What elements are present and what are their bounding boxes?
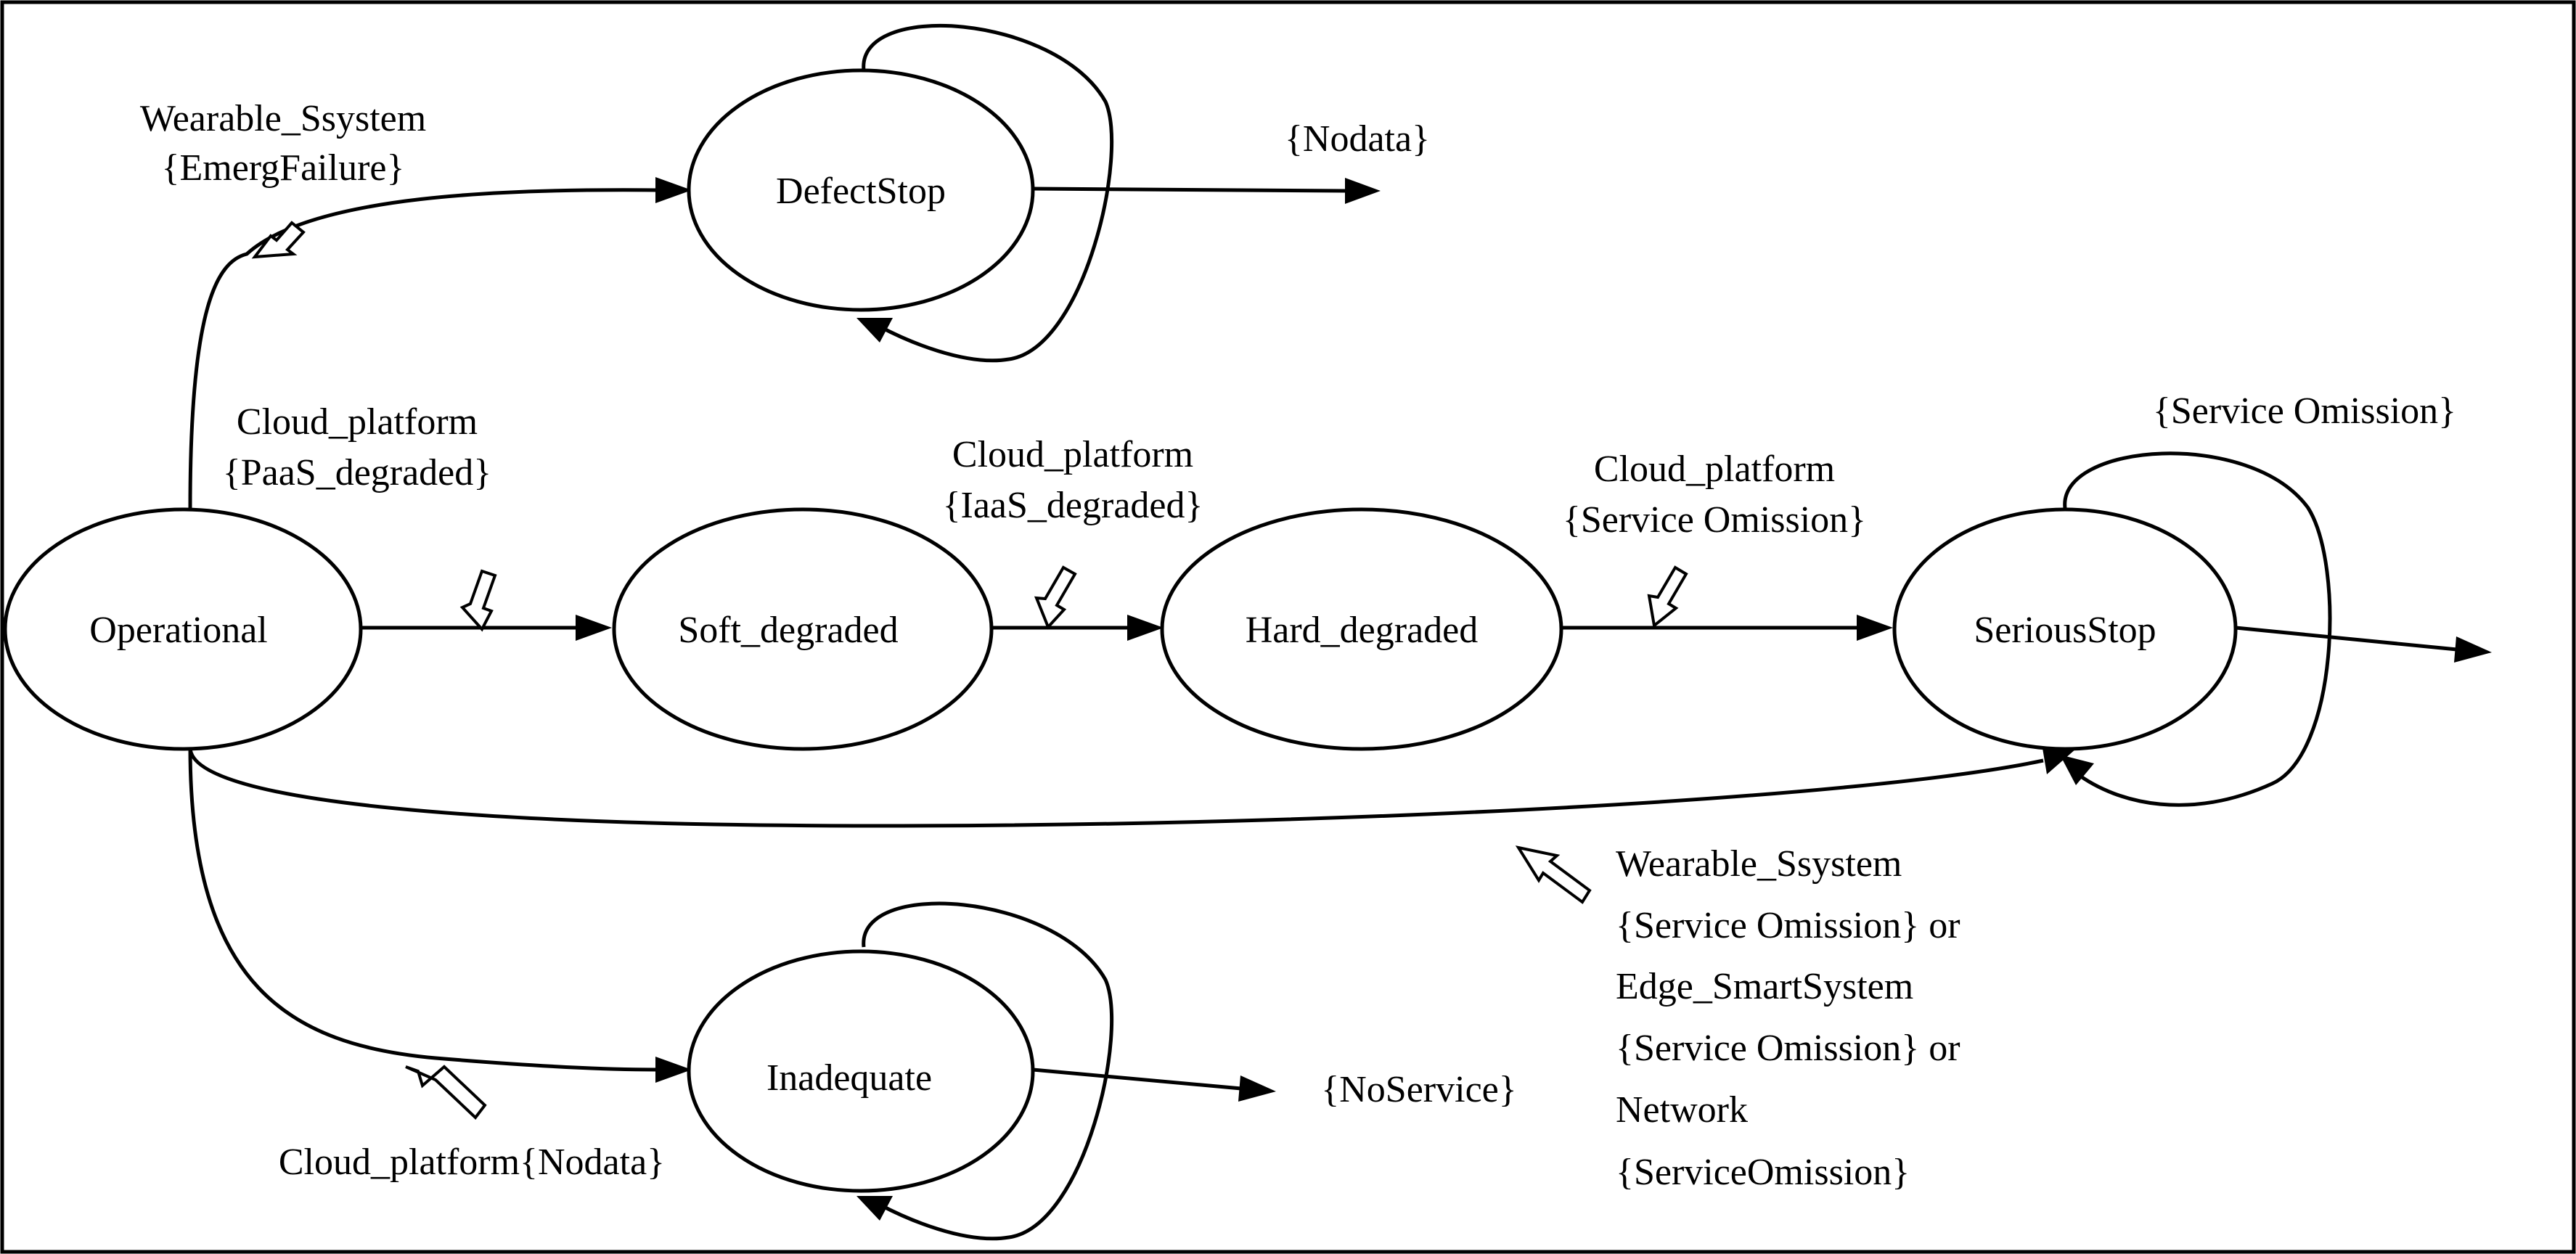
state-hard-degraded-label: Hard_degraded bbox=[1246, 610, 1479, 651]
state-soft-degraded: Soft_degraded bbox=[612, 507, 994, 751]
state-serious-stop-label: SeriousStop bbox=[1974, 610, 2156, 651]
label-operational-to-serious-stop-line6: {ServiceOmission} bbox=[1616, 1152, 1910, 1193]
state-inadequate-label: Inadequate bbox=[766, 1057, 932, 1099]
label-to-hard-degraded-line2: {IaaS_degraded} bbox=[943, 485, 1203, 526]
hollow-arrow-icon bbox=[1034, 565, 1077, 630]
edge-inadequate-output bbox=[1032, 1067, 1276, 1102]
state-inadequate: Inadequate bbox=[687, 949, 1035, 1193]
edge-inadequate-self-loop bbox=[856, 901, 1114, 1241]
edge-serious-stop-output bbox=[2235, 626, 2492, 663]
label-operational-to-serious-stop-line2: {Service Omission} or bbox=[1616, 905, 1960, 946]
edge-serious-stop-self-loop bbox=[2060, 451, 2332, 807]
label-to-defect-stop-line2: {EmergFailure} bbox=[162, 147, 405, 189]
hollow-arrow-icon bbox=[251, 221, 306, 259]
label-to-inadequate: Cloud_platform{Nodata} bbox=[279, 1142, 665, 1183]
edge-defect-stop-output bbox=[1032, 178, 1381, 204]
state-defect-stop-label: DefectStop bbox=[776, 171, 946, 212]
edge-defect-stop-self-loop bbox=[856, 23, 1114, 363]
label-operational-to-serious-stop-line1: Wearable_Ssystem bbox=[1616, 843, 1902, 885]
edge-soft-to-hard-degraded bbox=[991, 615, 1164, 641]
edge-operational-to-soft-degraded bbox=[358, 615, 612, 641]
edge-operational-to-defect-stop bbox=[188, 177, 692, 509]
label-to-hard-degraded-line1: Cloud_platform bbox=[952, 434, 1193, 475]
label-inadequate-output: {NoService} bbox=[1321, 1069, 1516, 1110]
hollow-arrow-icon bbox=[1647, 565, 1688, 628]
state-operational: Operational bbox=[3, 507, 363, 751]
label-to-soft-degraded-line1: Cloud_platform bbox=[237, 401, 478, 443]
hollow-arrow-icon bbox=[1515, 845, 1592, 904]
hollow-arrow-icon bbox=[459, 569, 497, 632]
label-to-serious-stop-line2: {Service Omission} bbox=[1563, 499, 1866, 541]
hollow-arrow-icon bbox=[405, 1065, 487, 1120]
state-hard-degraded: Hard_degraded bbox=[1160, 507, 1563, 751]
label-to-defect-stop-line1: Wearable_Ssystem bbox=[140, 98, 426, 139]
label-operational-to-serious-stop-line3: Edge_SmartSystem bbox=[1616, 966, 1913, 1007]
edge-hard-degraded-to-serious-stop bbox=[1561, 615, 1893, 641]
edge-operational-to-serious-stop bbox=[188, 747, 2076, 828]
label-operational-to-serious-stop-line5: Network bbox=[1616, 1089, 1748, 1131]
edge-operational-to-inadequate bbox=[188, 747, 692, 1083]
state-operational-label: Operational bbox=[89, 610, 267, 651]
label-serious-stop-self-loop: {Service Omission} bbox=[2153, 390, 2456, 432]
label-defect-stop-output: {Nodata} bbox=[1285, 118, 1430, 160]
state-soft-degraded-label: Soft_degraded bbox=[678, 610, 898, 651]
label-to-soft-degraded-line2: {PaaS_degraded} bbox=[223, 452, 491, 493]
state-serious-stop: SeriousStop bbox=[1892, 507, 2238, 751]
state-defect-stop: DefectStop bbox=[687, 68, 1035, 312]
label-to-serious-stop-line1: Cloud_platform bbox=[1594, 448, 1835, 490]
label-operational-to-serious-stop-line4: {Service Omission} or bbox=[1616, 1028, 1960, 1069]
